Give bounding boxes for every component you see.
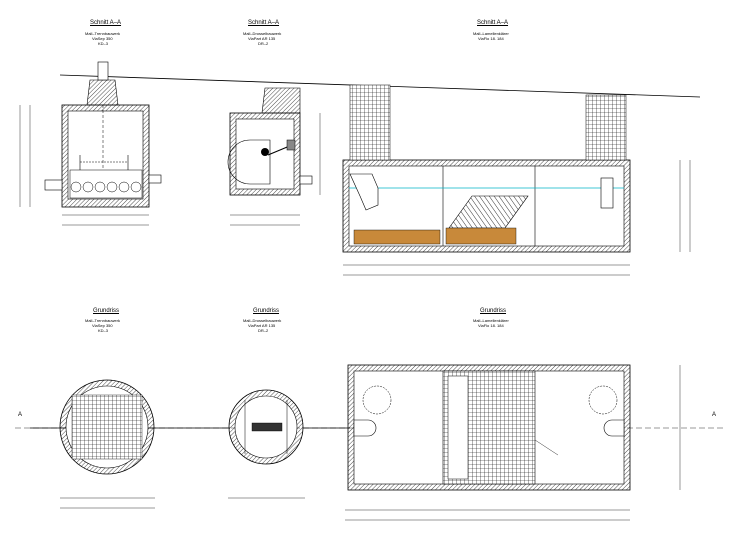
section-subtitle-2a: Mall–Drosselbauwerk: [243, 31, 282, 36]
plan-subtitle-3a: Mall–Lamellenklärer: [473, 318, 509, 323]
plan-title-2: Grundriss: [253, 308, 280, 314]
plan-title-3: Grundriss: [480, 308, 507, 314]
plan-subtitle-1a: Mall–Trennbauwerk: [85, 318, 120, 323]
sludge-layer-right: [445, 227, 517, 245]
section-subtitle-2b: ViaPart AR 135: [248, 36, 276, 41]
section-title-2: Schnitt A–A: [248, 20, 280, 26]
section-title-1: Schnitt A–A: [90, 20, 122, 26]
section-subtitle-1a: Mall–Trennbauwerk: [85, 31, 120, 36]
sludge-layer-left: [353, 229, 441, 245]
section-subtitle-2c: DR–2: [258, 41, 269, 46]
plan-subtitle-1c: KD–3: [98, 328, 109, 333]
plan-subtitle-1b: ViaSep 350: [92, 323, 113, 328]
section-marker-left: A: [18, 412, 23, 418]
plan-lamellenklaerer: [345, 364, 681, 521]
section-subtitle-1b: ViaSep 350: [92, 36, 113, 41]
section-lamellenklaerer: [342, 84, 691, 276]
section-marker-right: A: [712, 412, 717, 418]
plan-subtitle-2a: Mall–Drosselbauwerk: [243, 318, 282, 323]
section-drosselbauwerk: [227, 87, 321, 226]
plan-trennbauwerk: [30, 379, 230, 509]
section-subtitle-1c: KD–3: [98, 41, 109, 46]
section-title-3: Schnitt A–A: [477, 20, 509, 26]
plan-subtitle-2c: DR–2: [258, 328, 269, 333]
plan-drosselbauwerk: [228, 389, 350, 499]
section-subtitle-3b: ViaFlo 18. 184: [478, 36, 504, 41]
section-trennbauwerk: [19, 61, 162, 226]
plan-subtitle-3b: ViaFlo 18. 184: [478, 323, 504, 328]
section-subtitle-3a: Mall–Lamellenklärer: [473, 31, 509, 36]
pipe-circles: [70, 181, 142, 193]
plan-subtitle-2b: ViaPart AR 135: [248, 323, 276, 328]
plan-title-1: Grundriss: [93, 308, 120, 314]
